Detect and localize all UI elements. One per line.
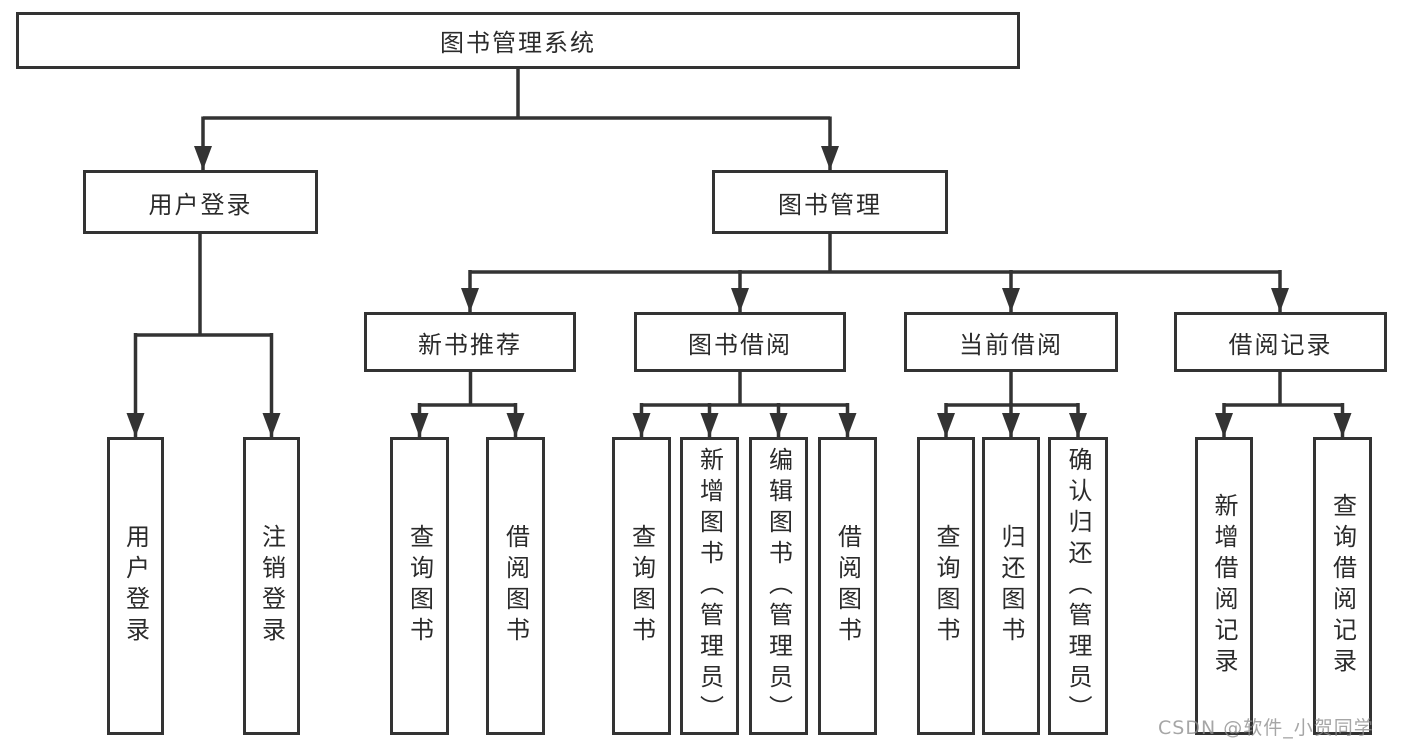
leaf-add-books-admin: 新增图书（管理员）: [680, 437, 739, 735]
node-book-management: 图书管理: [712, 170, 948, 234]
leaf-query-borrow-record: 查询借阅记录: [1313, 437, 1372, 735]
node-user-login: 用户登录: [83, 170, 318, 234]
leaf-label: 新增图书（管理员）: [695, 446, 724, 726]
leaf-query-books-current: 查询图书: [917, 437, 975, 735]
leaf-borrow-books: 借阅图书: [818, 437, 877, 735]
leaf-add-borrow-record: 新增借阅记录: [1195, 437, 1253, 735]
leaf-label: 归还图书: [997, 524, 1025, 648]
leaf-label: 查询图书: [405, 524, 434, 648]
leaf-query-books-recommend: 查询图书: [390, 437, 449, 735]
csdn-watermark: CSDN @软件_小贺同学: [1158, 717, 1374, 739]
node-new-book-recommendation: 新书推荐: [364, 312, 576, 372]
leaf-label: 注销登录: [257, 524, 286, 648]
leaf-borrow-books-recommend: 借阅图书: [486, 437, 545, 735]
leaf-logout: 注销登录: [243, 437, 300, 735]
leaf-label: 查询图书: [627, 524, 656, 648]
leaf-label: 查询借阅记录: [1328, 493, 1357, 679]
leaf-query-books-borrowing: 查询图书: [612, 437, 671, 735]
leaf-label: 借阅图书: [501, 524, 530, 648]
leaf-label: 编辑图书（管理员）: [764, 446, 793, 726]
leaf-edit-books-admin: 编辑图书（管理员）: [749, 437, 808, 735]
node-library-management-system: 图书管理系统: [16, 12, 1020, 69]
leaf-confirm-return-admin: 确认归还（管理员）: [1048, 437, 1108, 735]
leaf-return-books: 归还图书: [982, 437, 1040, 735]
leaf-label: 用户登录: [121, 524, 150, 648]
leaf-label: 借阅图书: [833, 524, 862, 648]
leaf-label: 新增借阅记录: [1210, 493, 1238, 679]
leaf-user-login: 用户登录: [107, 437, 164, 735]
node-current-borrowing: 当前借阅: [904, 312, 1118, 372]
leaf-label: 确认归还（管理员）: [1064, 446, 1092, 726]
leaf-label: 查询图书: [932, 524, 960, 648]
node-borrowing-records: 借阅记录: [1174, 312, 1387, 372]
node-book-borrowing: 图书借阅: [634, 312, 846, 372]
